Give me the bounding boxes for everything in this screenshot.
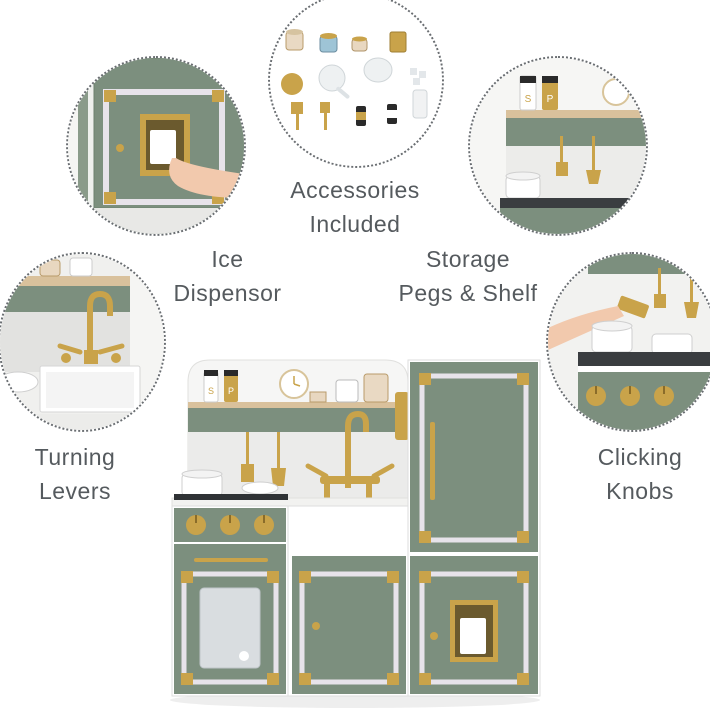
salt-letter: S	[525, 94, 532, 105]
pan-icon	[318, 64, 350, 99]
clicking-knobs-illustration	[548, 254, 710, 430]
salt-shaker-icon	[203, 370, 219, 403]
turner-icon	[320, 102, 330, 130]
can-icon	[335, 379, 359, 403]
accessories-circle	[268, 0, 444, 168]
accessories-label-line2: Included	[309, 211, 401, 237]
stovetop	[174, 494, 288, 500]
stovetop-icon	[500, 198, 646, 208]
box-icon	[389, 31, 407, 53]
knob-icon	[654, 386, 674, 406]
can-icon	[309, 391, 327, 403]
can-icon	[363, 373, 389, 403]
salt-shaker-icon	[519, 75, 537, 111]
fridge-upper-door[interactable]	[410, 362, 538, 552]
fridge-handle[interactable]	[430, 422, 435, 500]
can-icon	[319, 33, 338, 53]
pot-icon	[363, 57, 393, 83]
turning-levers-label-line2: Levers	[38, 478, 112, 504]
play-kitchen: S P	[170, 359, 541, 708]
knob-icon	[620, 386, 640, 406]
clicking-knobs-label-line2: Knobs	[606, 478, 674, 504]
salt-letter: S	[208, 386, 214, 396]
hand-icon	[169, 158, 244, 198]
cup-icon	[412, 89, 428, 119]
pot-icon	[505, 171, 541, 199]
turning-levers-label: Turning Levers	[15, 440, 135, 508]
pot-icon	[591, 320, 633, 353]
clicking-knobs-label-line1: Clicking	[597, 444, 683, 470]
plate-icon	[281, 73, 303, 95]
faucet-icon	[305, 410, 395, 498]
pepper-shaker-icon	[387, 104, 397, 124]
accessories-illustration	[270, 0, 442, 166]
spatula-icon	[291, 102, 303, 130]
can-icon	[351, 36, 368, 52]
accessories-label: Accessories Included	[270, 173, 440, 241]
storage-circle: S P	[468, 56, 648, 236]
pepper-shaker-icon	[542, 76, 558, 110]
shelf	[188, 402, 408, 408]
turning-levers-circle	[0, 252, 166, 432]
spatula-icon	[556, 136, 568, 176]
ice-dispensor-circle	[66, 56, 246, 236]
pot-icon	[651, 333, 693, 355]
spatula-icon	[654, 268, 666, 308]
oven-window	[199, 587, 261, 669]
storage-label-line2: Pegs & Shelf	[398, 280, 538, 306]
turner-icon	[684, 268, 699, 318]
turner-icon	[586, 136, 601, 184]
pan-icon	[241, 481, 279, 495]
pepper-letter: P	[547, 94, 554, 105]
turning-levers-label-line1: Turning	[34, 444, 116, 470]
cup-icon	[460, 618, 486, 654]
can-icon	[285, 29, 304, 51]
cabinet-knob[interactable]	[312, 622, 320, 630]
can-icon	[69, 257, 93, 277]
pepper-shaker-icon	[617, 295, 649, 319]
oven-handle[interactable]	[194, 558, 268, 562]
ice-dispensor-label-line2: Dispensor	[173, 280, 282, 306]
ice-dispensor-label-line1: Ice	[211, 246, 244, 272]
salt-shaker-icon	[356, 106, 366, 126]
hand-icon	[548, 306, 624, 350]
fridge-knob[interactable]	[430, 632, 438, 640]
pepper-letter: P	[228, 386, 234, 396]
turner-icon	[271, 432, 286, 486]
pot-icon	[181, 469, 223, 497]
ice-dispenser[interactable]	[450, 600, 498, 662]
accessories-label-line1: Accessories	[290, 177, 420, 203]
stovetop-icon	[578, 352, 710, 366]
spatula-icon	[241, 432, 254, 482]
storage-label: Storage Pegs & Shelf	[388, 242, 548, 310]
ice-cube-icon	[410, 68, 426, 85]
pepper-shaker-icon	[224, 370, 238, 402]
clock-icon	[602, 78, 630, 106]
clicking-knobs-label: Clicking Knobs	[580, 440, 700, 508]
faucet-icon	[57, 290, 125, 364]
storage-illustration: S P	[470, 58, 646, 234]
knob-icon	[586, 386, 606, 406]
turning-levers-illustration	[0, 254, 164, 430]
ice-dispensor-label: Ice Dispensor	[150, 242, 305, 310]
ice-dispensor-illustration	[68, 58, 244, 234]
knob-icon[interactable]	[186, 515, 206, 535]
can-icon	[39, 259, 61, 277]
knob-icon[interactable]	[254, 515, 274, 535]
knob-icon[interactable]	[220, 515, 240, 535]
storage-label-line1: Storage	[425, 246, 511, 272]
shelf-icon	[506, 110, 646, 118]
paper-towel-holder	[395, 392, 409, 440]
clicking-knobs-circle	[546, 252, 710, 432]
